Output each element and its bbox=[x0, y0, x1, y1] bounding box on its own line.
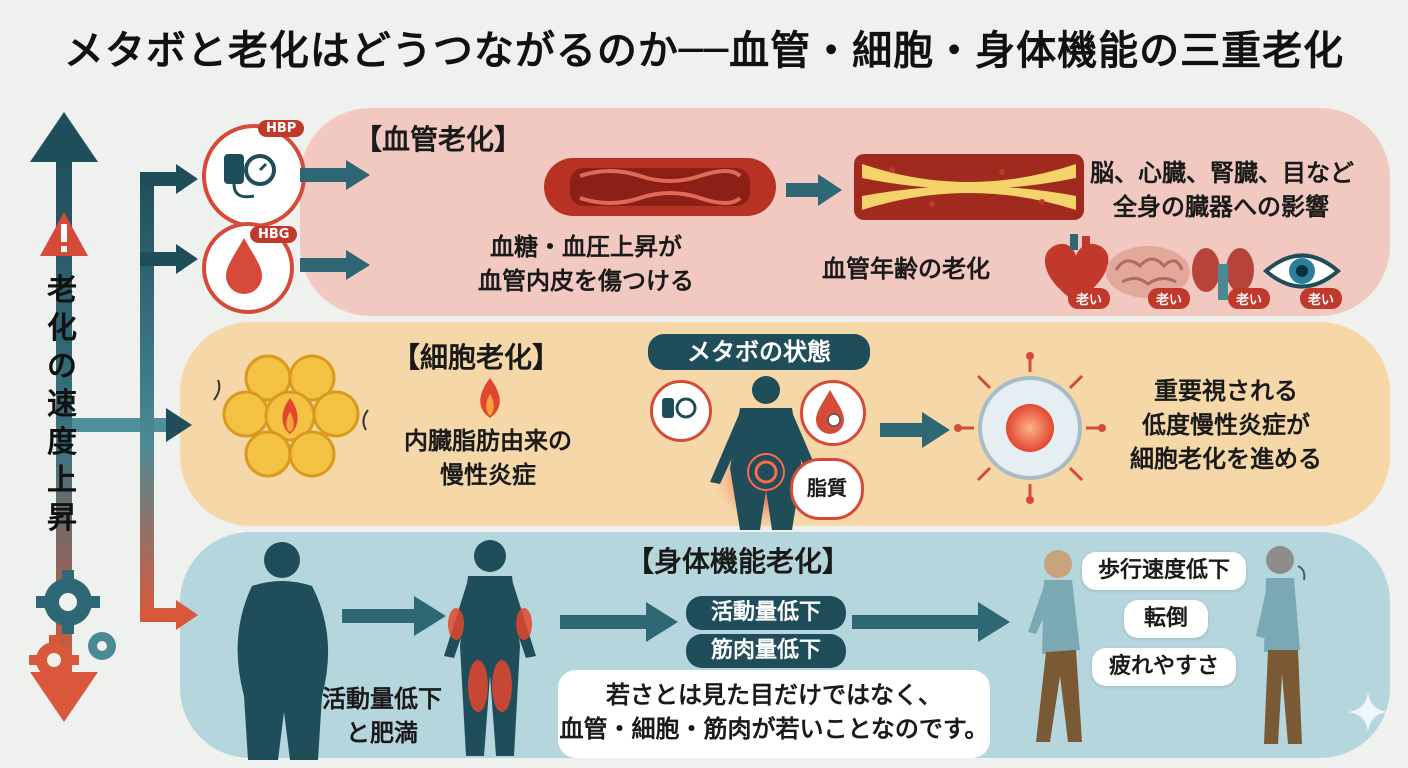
activity-decline-pill: 活動量低下 bbox=[686, 596, 846, 630]
fat-cells-icon bbox=[213, 354, 369, 478]
vascular-cause-line2: 血管内皮を傷つける bbox=[478, 267, 694, 295]
vascular-cause-line1: 血糖・血圧上昇が bbox=[490, 233, 682, 261]
physical-arrow-2 bbox=[560, 602, 678, 642]
page-title: メタボと老化はどうつながるのか──血管・細胞・身体機能の三重老化 bbox=[63, 28, 1345, 74]
brain-aging-badge: 老い bbox=[1148, 288, 1191, 309]
eye-aging-badge: 老い bbox=[1300, 288, 1343, 309]
sparkle-icon bbox=[1348, 692, 1388, 732]
gear-icon bbox=[36, 570, 100, 634]
lipid-bubble bbox=[790, 458, 864, 520]
physical-start-line1: 活動量低下 bbox=[322, 685, 442, 713]
blood-sugar-icon bbox=[800, 380, 866, 446]
effect-walking-speed: 歩行速度低下 bbox=[1082, 552, 1246, 590]
physical-arrow-1 bbox=[342, 596, 446, 636]
muscle-body-icon bbox=[444, 540, 536, 756]
inflamed-cell-icon bbox=[954, 352, 1106, 504]
physical-start-line2: と肥満 bbox=[346, 719, 418, 747]
heart-aging-badge: 老い bbox=[1068, 288, 1111, 309]
warning-icon bbox=[40, 212, 88, 256]
cellular-title: 【細胞老化】 bbox=[392, 341, 561, 374]
muscle-decline-pill: 筋肉量低下 bbox=[686, 634, 846, 668]
inflammation-line1: 内臓脂肪由来の bbox=[404, 427, 572, 455]
lipid-label: 脂質 bbox=[807, 476, 847, 500]
message-line1: 若さとは見た目だけではなく、 bbox=[606, 681, 942, 709]
organs-line1: 脳、心臓、腎臓、目など bbox=[1090, 159, 1354, 187]
metabo-state-label: メタボの状態 bbox=[648, 334, 870, 370]
gear-icon bbox=[29, 635, 79, 685]
effect-fall: 転倒 bbox=[1124, 600, 1208, 638]
damaged-vessel-icon bbox=[854, 154, 1084, 220]
vessel-progress-arrow bbox=[786, 174, 842, 206]
hbp-badge: HBP bbox=[258, 120, 305, 137]
result-line2: 低度慢性炎症が bbox=[1142, 411, 1310, 439]
effect-fatigue: 疲れやすさ bbox=[1092, 648, 1236, 686]
healthy-vessel-icon bbox=[544, 158, 776, 216]
kidney-icon bbox=[1192, 248, 1254, 300]
cell-progress-arrow bbox=[880, 412, 950, 448]
down-arrow-icon bbox=[30, 672, 98, 722]
brain-icon bbox=[1106, 246, 1190, 298]
vascular-age-text: 血管年齢の老化 bbox=[822, 255, 990, 283]
blood-pressure-monitor-icon bbox=[202, 124, 306, 228]
elderly-tired-icon bbox=[1256, 546, 1306, 744]
physical-arrow-3 bbox=[852, 602, 1010, 642]
result-line3: 細胞老化を進める bbox=[1130, 445, 1322, 473]
up-arrow-icon bbox=[30, 112, 98, 162]
message-line2: 血管・細胞・筋肉が若いことなのです。 bbox=[559, 715, 989, 743]
side-axis bbox=[29, 112, 198, 722]
vascular-title: 【血管老化】 bbox=[354, 123, 523, 156]
obese-body-icon bbox=[237, 542, 329, 760]
hbg-badge: HBG bbox=[250, 226, 298, 243]
result-line1: 重要視される bbox=[1154, 377, 1298, 405]
vascular-input-arrows bbox=[300, 160, 370, 280]
eye-icon bbox=[1262, 253, 1342, 289]
kidney-aging-badge: 老い bbox=[1228, 288, 1271, 309]
gear-icon bbox=[88, 632, 116, 660]
organs-line2: 全身の臓器への影響 bbox=[1113, 193, 1329, 221]
bp-small-icon bbox=[650, 380, 712, 442]
physical-title: 【身体機能老化】 bbox=[626, 545, 851, 578]
inflammation-line2: 慢性炎症 bbox=[440, 461, 536, 489]
elderly-walking-icon bbox=[1028, 550, 1082, 742]
flame-icon bbox=[480, 378, 500, 418]
heart-icon bbox=[1044, 234, 1109, 302]
aging-speed-label: 老化の速度上昇 bbox=[47, 273, 77, 536]
message-box bbox=[558, 670, 990, 758]
